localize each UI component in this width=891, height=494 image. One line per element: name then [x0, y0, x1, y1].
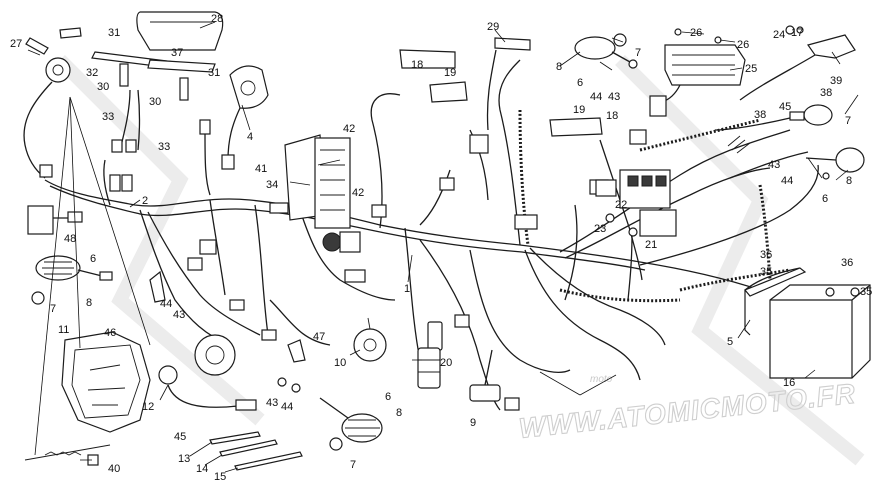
tail-light: [739, 34, 856, 101]
callout-22: 22: [615, 199, 627, 211]
callout-18: 18: [411, 59, 423, 71]
callout-10: 10: [334, 357, 346, 369]
callout-12: 12: [142, 401, 154, 413]
callout-17: 17: [791, 27, 803, 39]
callout-29: 29: [487, 21, 499, 33]
callout-37: 37: [171, 47, 183, 59]
callout-44: 44: [781, 175, 793, 187]
cdi-unit: [284, 134, 361, 253]
callout-25: 25: [745, 63, 757, 75]
ignition-coil: [417, 321, 443, 389]
callout-6: 6: [822, 193, 828, 205]
callout-40: 40: [108, 463, 120, 475]
callout-labels: 1 2 4 5 6 6 6 6 7 7 7 7 8 8 8 8 9 10 11 …: [10, 13, 872, 483]
small-hardware: [27, 25, 804, 471]
callout-8: 8: [86, 297, 92, 309]
callout-14: 14: [196, 463, 208, 475]
callout-44: 44: [160, 298, 172, 310]
callout-7: 7: [50, 303, 56, 315]
callout-44: 44: [281, 401, 293, 413]
callout-38: 38: [754, 109, 766, 121]
callout-48: 48: [64, 233, 76, 245]
callout-6: 6: [577, 77, 583, 89]
callout-44: 44: [590, 91, 602, 103]
headlight-assembly: [24, 331, 257, 466]
turn-signal-front-left: [35, 255, 113, 281]
callout-42: 42: [352, 187, 364, 199]
callout-36: 36: [841, 257, 853, 269]
callout-33: 33: [102, 111, 114, 123]
callout-36: 36: [760, 249, 772, 261]
callout-45: 45: [779, 101, 791, 113]
callout-47: 47: [313, 331, 325, 343]
handlebar-switch: [199, 65, 269, 196]
voltage-regulator: [649, 28, 746, 117]
callout-45: 45: [174, 431, 186, 443]
callout-34: 34: [266, 179, 278, 191]
callout-43: 43: [266, 397, 278, 409]
callout-8: 8: [396, 407, 402, 419]
callout-16: 16: [783, 377, 795, 389]
callout-leaders: [27, 21, 859, 473]
callout-27: 27: [10, 38, 22, 50]
callout-41: 41: [255, 163, 267, 175]
rear-lamp-38: [714, 104, 833, 154]
callout-6: 6: [385, 391, 391, 403]
ignition-switch: [23, 27, 82, 179]
callout-20: 20: [440, 357, 452, 369]
callout-33: 33: [158, 141, 170, 153]
callout-42: 42: [343, 123, 355, 135]
callout-26: 26: [737, 39, 749, 51]
callout-46: 46: [104, 327, 116, 339]
callout-9: 9: [470, 417, 476, 429]
callout-7: 7: [635, 47, 641, 59]
callout-8: 8: [846, 175, 852, 187]
watermark-logo-text: moto: [590, 374, 613, 385]
callout-23: 23: [594, 223, 606, 235]
callout-32: 32: [86, 67, 98, 79]
horn: [353, 317, 387, 362]
turn-signal-front-right: [574, 36, 638, 69]
callout-6: 6: [90, 253, 96, 265]
callout-30: 30: [149, 96, 161, 108]
callout-4: 4: [247, 131, 253, 143]
instrument-cluster: [91, 11, 224, 153]
callout-7: 7: [845, 115, 851, 127]
callout-19: 19: [444, 67, 456, 79]
battery: [744, 267, 871, 379]
callout-28: 28: [211, 13, 223, 25]
callout-15: 15: [214, 471, 226, 483]
callout-5: 5: [727, 336, 733, 348]
callout-19: 19: [573, 104, 585, 116]
sensor-9: [469, 349, 520, 411]
watermark-text: WWW.ATOMICMOTO.FR: [517, 378, 857, 444]
turn-signal-rear-left: [319, 397, 383, 443]
main-harness: [44, 49, 819, 411]
callout-35: 35: [760, 266, 772, 278]
callout-31: 31: [208, 67, 220, 79]
callout-7: 7: [350, 459, 356, 471]
callout-43: 43: [173, 309, 185, 321]
callout-35: 35: [860, 286, 872, 298]
callout-38: 38: [820, 87, 832, 99]
callout-8: 8: [556, 61, 562, 73]
callout-30: 30: [97, 81, 109, 93]
callout-2: 2: [142, 195, 148, 207]
turn-signal-rear-right: [729, 147, 865, 180]
callout-21: 21: [645, 239, 657, 251]
callout-13: 13: [178, 453, 190, 465]
callout-24: 24: [773, 29, 785, 41]
callout-43: 43: [608, 91, 620, 103]
callout-26: 26: [690, 27, 702, 39]
callout-18: 18: [606, 110, 618, 122]
relay-fusebox: [595, 169, 677, 301]
callout-43: 43: [768, 159, 780, 171]
callout-31: 31: [108, 27, 120, 39]
callout-1: 1: [404, 283, 410, 295]
callout-11: 11: [58, 324, 69, 336]
callout-39: 39: [830, 75, 842, 87]
